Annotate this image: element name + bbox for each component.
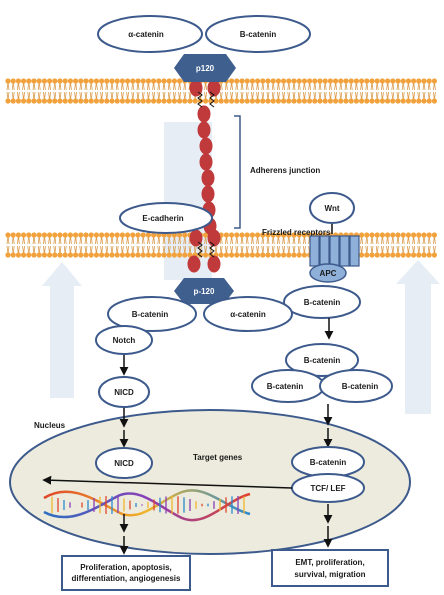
p120-bottom-label: p-120 [194,287,215,296]
wnt-label: Wnt [324,204,339,213]
cell-membrane-bottom [5,232,437,258]
adherens-junction-label: Adherens junction [250,166,320,175]
outcome-right-line2: survival, migration [294,570,365,579]
apc-label: APC [320,269,337,278]
b-catenin-left [107,296,197,332]
b-catenin-nucleus-label: B-catenin [310,458,347,467]
target-genes-label: Target genes [193,453,243,462]
nicd-nucleus-ellipse [95,447,153,479]
b-catenin-cluster-top [285,343,359,377]
tcf-lef-label: TCF/ LEF [310,484,345,493]
p120-top-label: p120 [196,64,215,73]
cell-membrane-top [5,78,437,104]
notch-label: Notch [113,336,136,345]
e-cadherin-ellipse [119,202,213,234]
e-cadherin-label: E-cadherin [142,214,183,223]
nicd-nucleus-label: NICD [114,459,134,468]
alpha-catenin-bottom-label: α-catenin [230,310,266,319]
b-catenin-cluster-right-label: B-catenin [342,382,379,391]
b-catenin-cluster-top-label: B-catenin [304,356,341,365]
b-catenin-top [205,15,311,53]
b-catenin-apc-label: B-catenin [304,298,341,307]
outcome-left-line1: Proliferation, apoptosis, [80,563,172,572]
outcome-right-line1: EMT, proliferation, [295,558,364,567]
outcome-left-box [61,555,191,591]
frizzled-receptor [309,235,360,267]
frizzled-receptors-label: Frizzled receptors [262,228,331,237]
nicd-cyto-ellipse [98,376,150,408]
apc-ellipse [309,263,347,283]
nucleus-label: Nucleus [34,421,66,430]
p120-top-hexagon [174,54,236,82]
alpha-catenin-top-label: α-catenin [128,30,164,39]
b-catenin-apc-ellipse [283,285,361,319]
b-catenin-cluster-left-label: B-catenin [267,382,304,391]
alpha-catenin-bottom [203,296,293,332]
background-arrow-right [396,260,440,414]
outcome-right-box [271,549,389,587]
alpha-catenin-top [97,15,203,53]
nicd-cyto-label: NICD [114,388,134,397]
nucleus [9,409,411,555]
b-catenin-left-label: B-catenin [132,310,169,319]
b-catenin-cluster-right [319,369,393,403]
notch-ellipse [95,325,153,355]
p120-bottom-hexagon [174,278,234,304]
background-arrow-left [42,262,82,398]
outcome-left-line2: differentiation, angiogenesis [72,574,181,583]
adherens-junction-bracket [234,115,241,229]
tcf-to-dna-arrow [42,475,293,489]
wnt-ellipse [309,192,355,224]
e-cadherin-chain [187,79,221,273]
dna-helix [43,489,251,522]
b-catenin-top-label: B-catenin [240,30,277,39]
